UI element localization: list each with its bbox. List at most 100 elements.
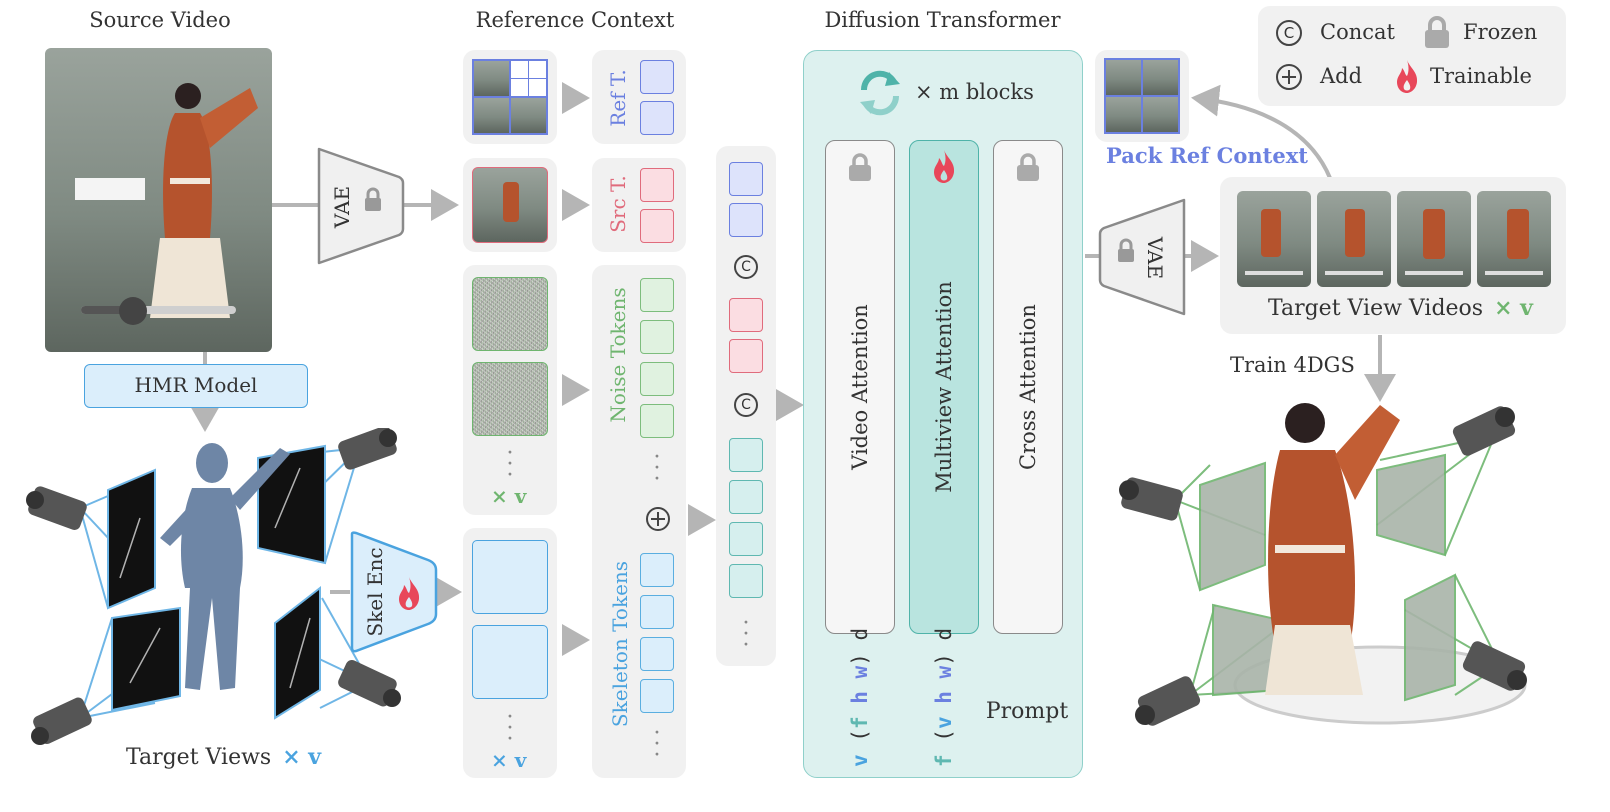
mannequin-figure	[160, 443, 290, 690]
noise-image	[472, 277, 548, 351]
skeleton-multiplier: × v	[491, 748, 527, 772]
target-view-video-thumb	[1397, 191, 1471, 287]
ref-token	[729, 203, 763, 237]
multiview-attention-block	[909, 140, 979, 634]
camera-icon	[1135, 676, 1201, 726]
legend-trainable: Trainable	[1430, 64, 1532, 88]
ref-tokens-label: Ref T.	[606, 69, 630, 127]
concat-icon: C	[734, 255, 758, 279]
reference-context-header: Reference Context	[475, 8, 675, 32]
multiview-attention-dims: f (v h w) d	[932, 627, 956, 767]
dancer-figure	[150, 83, 258, 318]
camera-icon	[26, 486, 87, 530]
source-video-frame	[45, 48, 272, 352]
fire-icon	[1397, 60, 1418, 93]
noise-token	[640, 278, 674, 312]
ellipsis: ···	[653, 721, 661, 768]
cross-attention-block	[993, 140, 1063, 634]
noise-multiplier: × v	[491, 484, 527, 508]
fused-token	[729, 438, 763, 472]
skeleton-token	[640, 595, 674, 629]
target-views-multiplier: × v	[282, 744, 322, 770]
multiview-attention-label: Multiview Attention	[932, 281, 956, 493]
skeleton-feature	[472, 625, 548, 699]
legend-panel: C Concat Frozen Add Trainable	[1258, 6, 1566, 106]
camera-icon	[1462, 641, 1527, 691]
ellipsis: ···	[506, 705, 514, 752]
fused-token	[729, 480, 763, 514]
src-token	[729, 298, 763, 332]
target-view-video-thumb	[1317, 191, 1391, 287]
hmr-model-box: HMR Model	[84, 364, 308, 408]
video-attention-dims: v (f h w) d	[848, 627, 872, 767]
target-view-video-thumb	[1237, 191, 1311, 287]
add-icon	[1276, 64, 1302, 90]
vae-decoder-label: VAE	[1143, 236, 1167, 280]
cross-attention-label: Cross Attention	[1016, 304, 1040, 470]
fused-token	[729, 522, 763, 556]
vae-encoder-label: VAE	[330, 185, 354, 229]
camera-icon	[31, 697, 92, 745]
legend-frozen: Frozen	[1463, 20, 1538, 44]
concat-icon: C	[1276, 20, 1302, 46]
legend-concat: Concat	[1320, 20, 1395, 44]
repeat-icon	[860, 70, 900, 116]
fire-icon	[934, 150, 955, 183]
pack-ref-context-label: Pack Ref Context	[1106, 143, 1308, 168]
fire-icon	[399, 577, 420, 610]
4dgs-scene	[1119, 403, 1527, 726]
ref-token	[640, 101, 674, 135]
src-token	[729, 339, 763, 373]
camera-icon	[338, 428, 397, 470]
ellipsis: ···	[653, 445, 661, 492]
concat-icon: C	[734, 393, 758, 417]
ref-token	[729, 162, 763, 196]
train-4dgs-label: Train 4DGS	[1230, 353, 1355, 377]
pack-ref-grid	[1104, 58, 1180, 134]
target-views-label: Target Views × v	[126, 744, 322, 770]
camera-icon	[1452, 406, 1516, 456]
ref-image-grid	[472, 59, 548, 135]
noise-tokens-label: Noise Tokens	[606, 287, 630, 423]
src-token	[640, 209, 674, 243]
video-attention-block	[825, 140, 895, 634]
lock-icon	[849, 153, 871, 181]
src-tokens-label: Src T.	[606, 175, 630, 233]
video-scrubber-handle[interactable]	[119, 297, 147, 325]
ellipsis: ···	[742, 611, 750, 658]
skeleton-token	[640, 679, 674, 713]
skeleton-tokens-label: Skeleton Tokens	[608, 560, 632, 728]
diffusion-transformer-header: Diffusion Transformer	[824, 8, 1061, 32]
noise-token	[640, 404, 674, 438]
lock-icon	[365, 187, 381, 211]
vae-decoder	[1098, 198, 1186, 316]
fused-token	[729, 564, 763, 598]
camera-icon	[1119, 477, 1183, 521]
noise-token	[640, 362, 674, 396]
skel-enc-module	[350, 531, 438, 653]
target-view-video-thumb	[1477, 191, 1551, 287]
skeleton-token	[640, 553, 674, 587]
target-view-videos-multiplier: × v	[1494, 295, 1533, 321]
add-icon	[646, 507, 670, 531]
noise-token	[640, 320, 674, 354]
camera-icon	[338, 659, 401, 707]
blocks-label: × m blocks	[915, 80, 1034, 104]
skeleton-token	[640, 637, 674, 671]
prompt-label: Prompt	[985, 699, 1069, 724]
skel-enc-label: Skel Enc	[363, 547, 387, 637]
reconstructed-dancer	[1265, 403, 1400, 695]
ellipsis: ···	[506, 441, 514, 488]
lock-icon	[1118, 238, 1134, 262]
legend-add: Add	[1320, 64, 1363, 88]
skeleton-feature	[472, 540, 548, 614]
src-image-thumb	[472, 167, 548, 243]
target-view-videos-label: Target View Videos × v	[1268, 295, 1533, 321]
target-views-scene	[26, 428, 401, 745]
vae-encoder	[317, 147, 405, 265]
src-token	[640, 168, 674, 202]
noise-image	[472, 362, 548, 436]
video-attention-label: Video Attention	[848, 304, 872, 470]
source-video-header: Source Video	[89, 8, 231, 32]
lock-icon	[1425, 16, 1449, 48]
